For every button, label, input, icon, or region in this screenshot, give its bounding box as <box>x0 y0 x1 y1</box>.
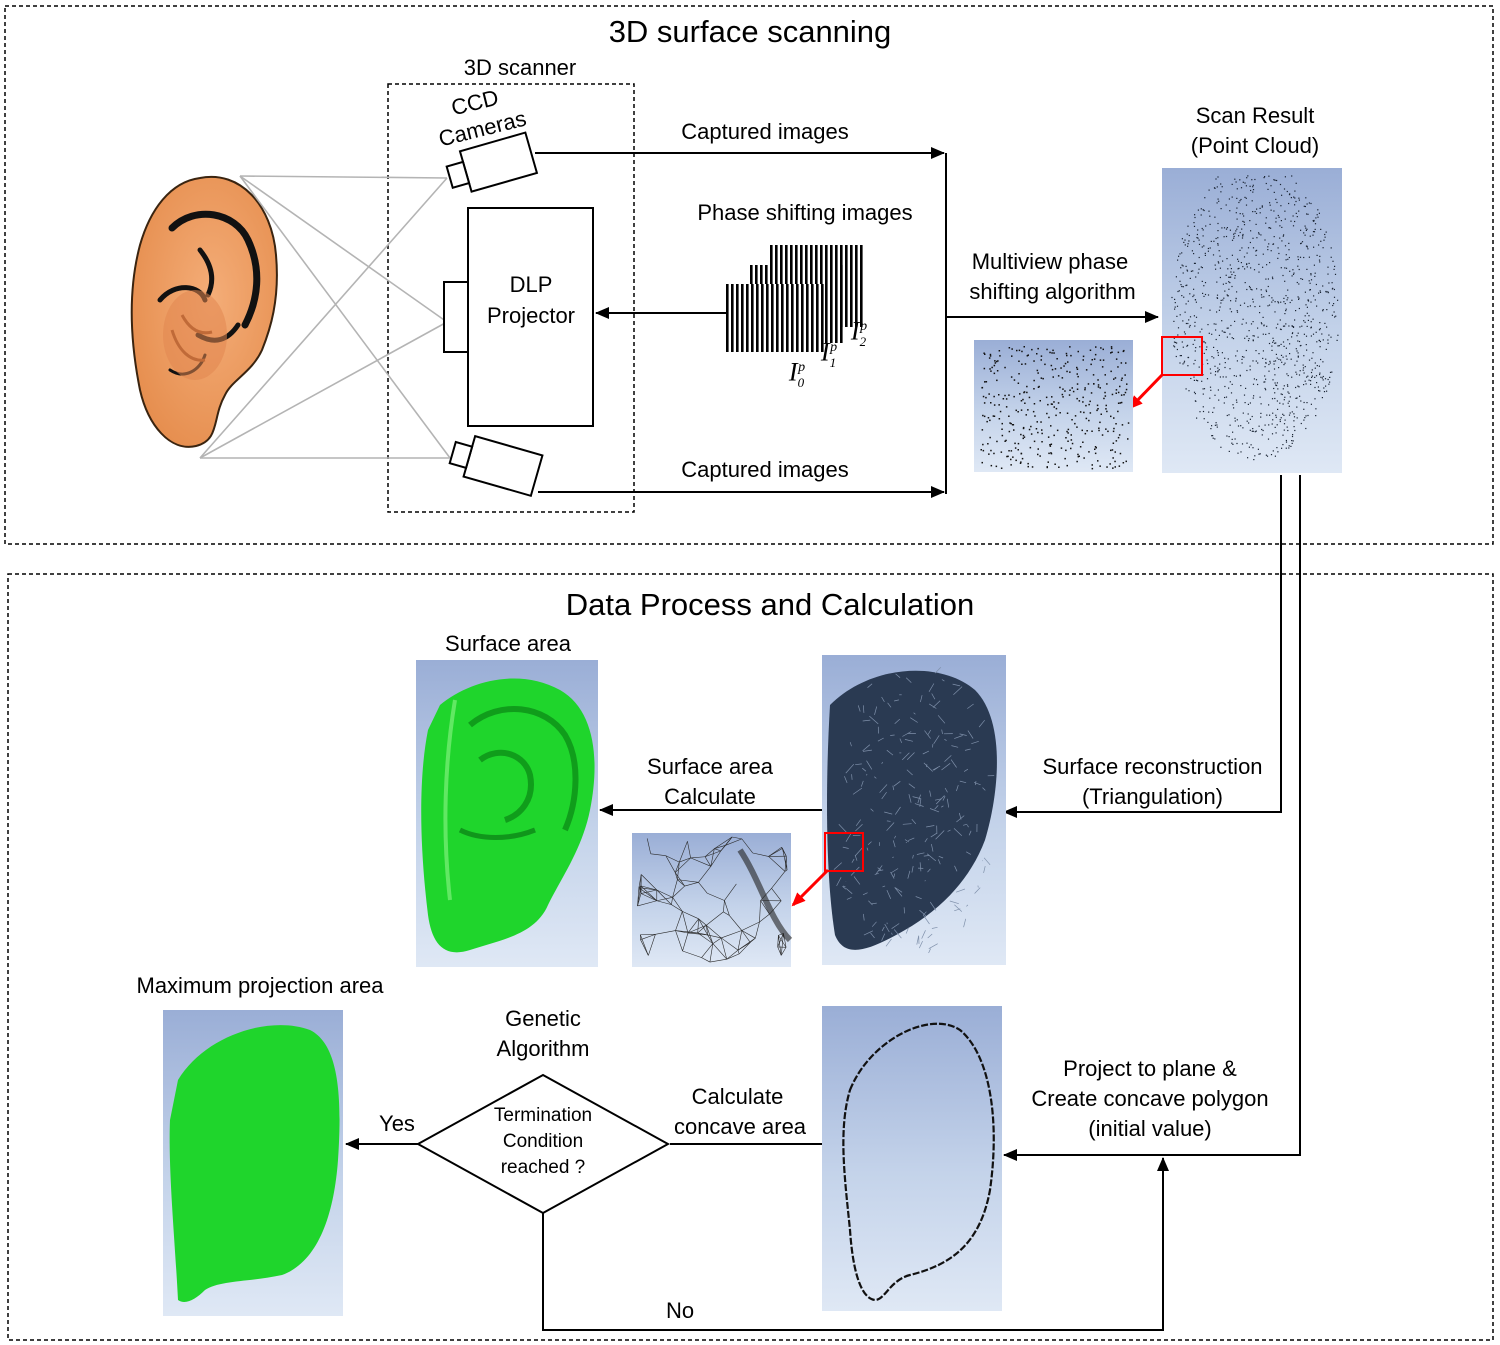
to-triangulation-arrow <box>1003 475 1282 818</box>
multiview-label-line2: shifting algorithm <box>969 279 1136 304</box>
genetic-line2: Algorithm <box>496 1036 590 1061</box>
project-line2: Create concave polygon <box>1031 1086 1269 1111</box>
scan-result-line1: Scan Result <box>1195 103 1315 128</box>
surface-recon-line2: (Triangulation) <box>1081 784 1224 809</box>
yes-label: Yes <box>379 1111 415 1136</box>
surface-area-calc-line2: Calculate <box>664 784 756 809</box>
mesh-zoom-box <box>824 832 864 872</box>
captured-bottom-label: Captured images <box>681 457 849 482</box>
decision-line1: Termination <box>493 1105 593 1126</box>
project-line3: (initial value) <box>1088 1116 1212 1141</box>
mesh-zoom-arrow <box>791 868 830 907</box>
termination-decision <box>415 1073 671 1215</box>
projector-label-line1: DLP <box>509 272 553 297</box>
scanning-section-frame <box>4 5 1494 545</box>
calc-concave-line1: Calculate <box>691 1084 784 1109</box>
scanning-section-title: 3D surface scanning <box>608 14 892 49</box>
projector-label-line2: Projector <box>486 303 576 328</box>
triangulation-panel <box>822 655 1006 965</box>
scanner-title: 3D scanner <box>463 55 577 80</box>
phase-shifting-label: Phase shifting images <box>697 200 913 225</box>
concave-polygon-panel <box>822 1006 1002 1311</box>
multiview-label-line1: Multiview phase <box>971 249 1129 274</box>
phase-label-i0: I0p <box>788 357 806 390</box>
scan-zoom-panel <box>974 340 1133 472</box>
processing-section-frame <box>7 573 1494 1341</box>
dlp-projector-body <box>467 207 594 427</box>
surface-area-title: Surface area <box>445 631 571 656</box>
dlp-projector-lens <box>443 281 469 353</box>
genetic-line1: Genetic <box>505 1006 581 1031</box>
max-projection-title: Maximum projection area <box>136 973 384 998</box>
decision-line2: Condition <box>502 1131 584 1152</box>
phase-shifting-patterns <box>726 245 863 352</box>
ccd-camera-top <box>445 131 539 193</box>
scan-zoom-arrow <box>1128 373 1164 410</box>
decision-line3: reached ? <box>500 1157 586 1178</box>
camera-view-lines <box>199 175 451 459</box>
max-projection-panel <box>163 1010 343 1316</box>
no-loop-arrow <box>542 1157 1169 1331</box>
calc-concave-line2: concave area <box>673 1114 807 1139</box>
ccd-camera-bottom <box>448 434 544 498</box>
captured-top-label: Captured images <box>681 119 849 144</box>
scan-result-line2: (Point Cloud) <box>1190 133 1320 158</box>
no-label: No <box>665 1298 695 1323</box>
scan-zoom-box <box>1161 336 1203 376</box>
ear-illustration <box>130 175 278 448</box>
to-projection-arrow <box>1003 475 1301 1161</box>
project-line1: Project to plane & <box>1063 1056 1237 1081</box>
phase-label-i1: I1p <box>820 337 838 370</box>
phase-label-i2: I2p <box>850 316 868 349</box>
processing-section-title: Data Process and Calculation <box>565 587 975 622</box>
mesh-zoom-panel <box>632 833 793 967</box>
scan-result-panel <box>1161 168 1342 473</box>
surface-area-panel <box>416 660 598 967</box>
surface-area-calc-line1: Surface area <box>647 754 773 779</box>
surface-recon-line1: Surface reconstruction <box>1042 754 1263 779</box>
scanner-frame <box>387 83 635 513</box>
